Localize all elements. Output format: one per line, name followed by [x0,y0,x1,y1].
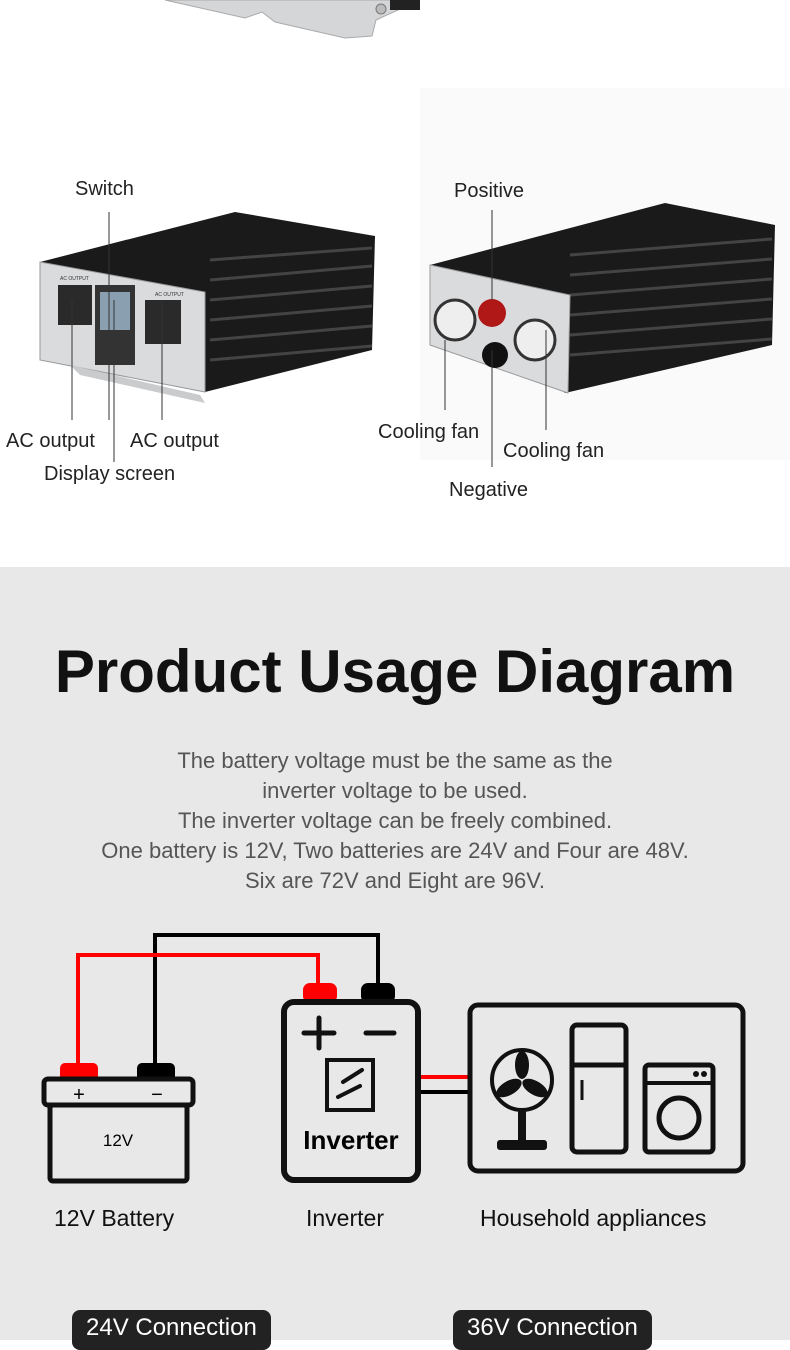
label-display-screen: Display screen [44,463,176,485]
desc-line: The battery voltage must be the same as … [177,748,613,773]
battery-plus: + [73,1084,85,1106]
battery-icon: + − 12V [41,1063,196,1184]
usage-title: Product Usage Diagram [54,638,736,705]
label-ac-output-left: AC output [6,430,95,452]
label-ac-output-right: AC output [130,430,219,452]
inverter-front-photo: AC OUTPUT AC OUTPUT [39,212,375,403]
desc-line: The inverter voltage can be freely combi… [177,808,613,833]
appliances-icon [467,1002,746,1174]
fridge-icon [569,1022,629,1155]
battery-voltage: 12V [103,1131,134,1150]
battery-minus: − [151,1084,163,1106]
label-negative: Negative [449,479,528,501]
desc-line: Six are 72V and Eight are 96V. [244,868,546,893]
usage-description: The battery voltage must be the same as … [0,746,790,896]
inverter-box-label: Inverter [303,1125,398,1155]
label-cooling-fan-left: Cooling fan [378,421,480,443]
caption-inverter: Inverter [306,1205,384,1231]
desc-line: inverter voltage to be used. [262,778,528,803]
fan-icon [490,1048,554,1150]
label-cooling-fan-right: Cooling fan [503,440,605,462]
inverter-icon: Inverter [281,983,421,1183]
inverter-photo-partial [164,0,421,39]
wiring-diagram: + − 12V Inverter [41,933,746,1184]
panel-text: AC OUTPUT [60,276,89,282]
washing-machine-icon [642,1062,716,1155]
caption-appliances: Household appliances [480,1205,707,1231]
negative-wire [153,933,380,1068]
panel-text-2: AC OUTPUT [155,292,184,298]
positive-wire [76,953,320,1068]
caption-battery: 12V Battery [54,1205,175,1231]
badge-24v-connection: 24V Connection [72,1310,271,1350]
inverter-back-photo [429,203,775,394]
label-switch: Switch [75,178,134,200]
label-positive: Positive [454,180,525,202]
desc-line: One battery is 12V, Two batteries are 24… [101,838,689,863]
leader-lines [71,210,547,467]
badge-36v-connection: 36V Connection [453,1310,652,1350]
